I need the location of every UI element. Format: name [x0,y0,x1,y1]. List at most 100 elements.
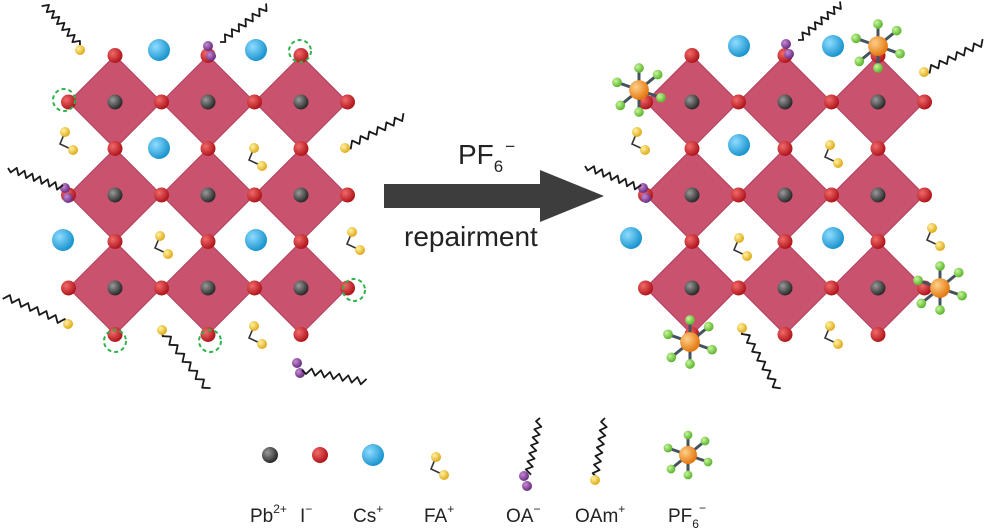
f-atom [685,315,695,325]
vacancy-site [288,39,312,63]
cesium-ion [822,35,844,57]
f-atom [916,298,927,309]
fa-atom [347,227,357,237]
fa-atom [249,321,259,331]
iodide-ion [824,94,839,110]
oa-atom [641,193,651,203]
f-atom [663,329,673,340]
fa-atom [833,339,843,349]
p-atom [679,446,697,464]
iodide-ion [107,327,123,342]
repaired-lattice [584,1,984,390]
f-atom [854,56,865,67]
iodide-ion [824,280,839,296]
lead-ion [107,187,123,203]
fa-ion [925,223,945,251]
f-atom [683,470,693,480]
iodide-ion [247,187,262,203]
f-atom [612,77,622,88]
iodide-ion [200,141,216,156]
lead-ion [293,94,309,110]
legend-label-sup: 2+ [273,502,287,516]
fa-atom [68,145,78,155]
vacancy-site [52,88,76,112]
legend-label-base: OAm [575,506,618,527]
iodide-ion [777,327,793,342]
legend-label: Pb2+ [250,502,287,527]
lead-ion [200,280,216,296]
iodide-ion [731,94,746,110]
legend-label-base: Pb [250,506,273,527]
iodide-ion [340,280,355,296]
iodide-ion [731,187,746,203]
oa-chain [7,167,64,191]
lead-ion [107,280,123,296]
pf6-ion [913,261,967,315]
fa-ion-icon [429,452,449,480]
oam-head [75,45,85,55]
legend-label-sup: + [618,502,625,516]
f-atom [707,344,717,355]
oa-atom [295,368,305,378]
fa-atom [257,339,267,349]
f-atom [873,19,883,29]
lead-ion [684,94,700,110]
fa-atom [742,251,752,261]
f-atom [700,436,710,446]
oam-head [157,325,167,335]
oa-atom [519,471,529,481]
oa-chain [301,367,368,386]
lead-ion [870,280,886,296]
oa-chain [220,3,268,43]
iodide-ion [107,141,123,156]
legend-label-base: Cs [353,506,376,527]
oa-head [519,471,532,491]
pf6-ion [851,19,905,73]
fa-atom [60,127,70,137]
cesium-ion [148,137,170,159]
iodide-ion [293,234,309,249]
iodide-ion [777,141,793,156]
oam-chain [740,327,781,390]
defective-lattice [2,3,405,389]
cesium-ion [245,39,267,61]
arrow-shaft [384,184,544,208]
oa-atom [638,183,648,193]
cesium-ion [822,227,844,249]
arrow-top-label: PF6− [458,137,515,176]
lead-ion [777,280,793,296]
iodide-ion [824,187,839,203]
f-atom [935,261,945,271]
lead-ion [200,94,216,110]
oa-atom [206,51,216,61]
cesium-ion [245,229,267,251]
vacancy-site [198,329,222,353]
oam-head [737,323,747,333]
lead-ion [684,187,700,203]
vacancy-site [342,278,366,302]
oa-atom [784,49,794,59]
i-ion-icon [312,447,328,463]
f-atom [615,100,626,111]
f-atom [891,25,902,36]
cesium-ion [52,229,74,251]
fa-atom [833,158,843,168]
legend-label: I− [300,502,312,527]
fa-atom [734,233,744,243]
pb-ion-icon [262,447,278,463]
f-atom [851,33,861,44]
f-atom [703,321,714,332]
iodide-ion [61,94,76,110]
pf6-ion [663,430,713,480]
f-atom [873,63,883,73]
lead-ion [777,187,793,203]
f-atom [652,69,663,80]
lead-ion [293,280,309,296]
iodide-ion [340,187,355,203]
oa-chain [797,1,842,41]
fa-atom [825,140,835,150]
f-atom [666,352,677,363]
cs-ion-icon [362,444,384,466]
lead-ion [200,187,216,203]
pf6-ion [612,63,666,117]
